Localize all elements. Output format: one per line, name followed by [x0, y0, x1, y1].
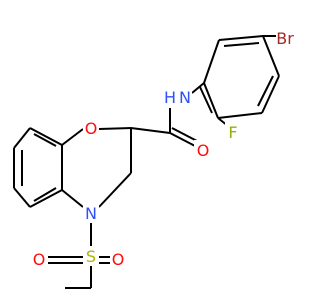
- bond: [262, 35, 280, 77]
- bond: [203, 39, 220, 84]
- label-bg: [164, 86, 192, 108]
- label-bg: [110, 249, 126, 269]
- bond: [29, 189, 63, 208]
- label-bg: [31, 249, 47, 269]
- label-bg: [83, 203, 99, 223]
- label-bg: [83, 246, 99, 266]
- atom-n-amide: N: [179, 88, 191, 107]
- bond: [98, 127, 132, 130]
- atom-s: S: [86, 247, 96, 266]
- bond: [98, 172, 132, 208]
- bond: [171, 127, 198, 142]
- molecule-structure: Br N H F O O N S O O: [13, 28, 298, 289]
- bond: [130, 127, 171, 134]
- bond: [13, 187, 31, 208]
- atom-h-amide: H: [164, 88, 176, 107]
- atom-o-carbonyl: O: [197, 141, 210, 160]
- bond: [33, 187, 57, 202]
- bond: [223, 42, 260, 47]
- atom-n-ring: N: [85, 204, 97, 223]
- label-bg: [225, 122, 241, 142]
- bond: [203, 82, 219, 119]
- atom-label-set: Br N H F O O N S O O: [31, 28, 298, 269]
- label-bg: [276, 28, 298, 48]
- atom-f: F: [228, 123, 237, 142]
- bond: [61, 189, 84, 208]
- bond: [218, 35, 264, 41]
- bond: [13, 127, 31, 149]
- bond: [169, 132, 198, 148]
- bond: [257, 75, 274, 107]
- bond: [61, 128, 84, 146]
- label-bg: [83, 118, 99, 138]
- atom-o-sulfonyl-right: O: [112, 250, 125, 269]
- bond: [29, 127, 63, 146]
- atom-o-ring: O: [85, 119, 98, 138]
- bond: [191, 82, 205, 94]
- bond: [199, 86, 213, 114]
- bond: [33, 133, 57, 147]
- bond: [217, 112, 263, 119]
- bond: [261, 75, 280, 114]
- label-bg: [194, 140, 212, 160]
- atom-br: Br: [276, 29, 294, 48]
- atom-o-sulfonyl-left: O: [33, 250, 46, 269]
- bond-set: [13, 35, 280, 289]
